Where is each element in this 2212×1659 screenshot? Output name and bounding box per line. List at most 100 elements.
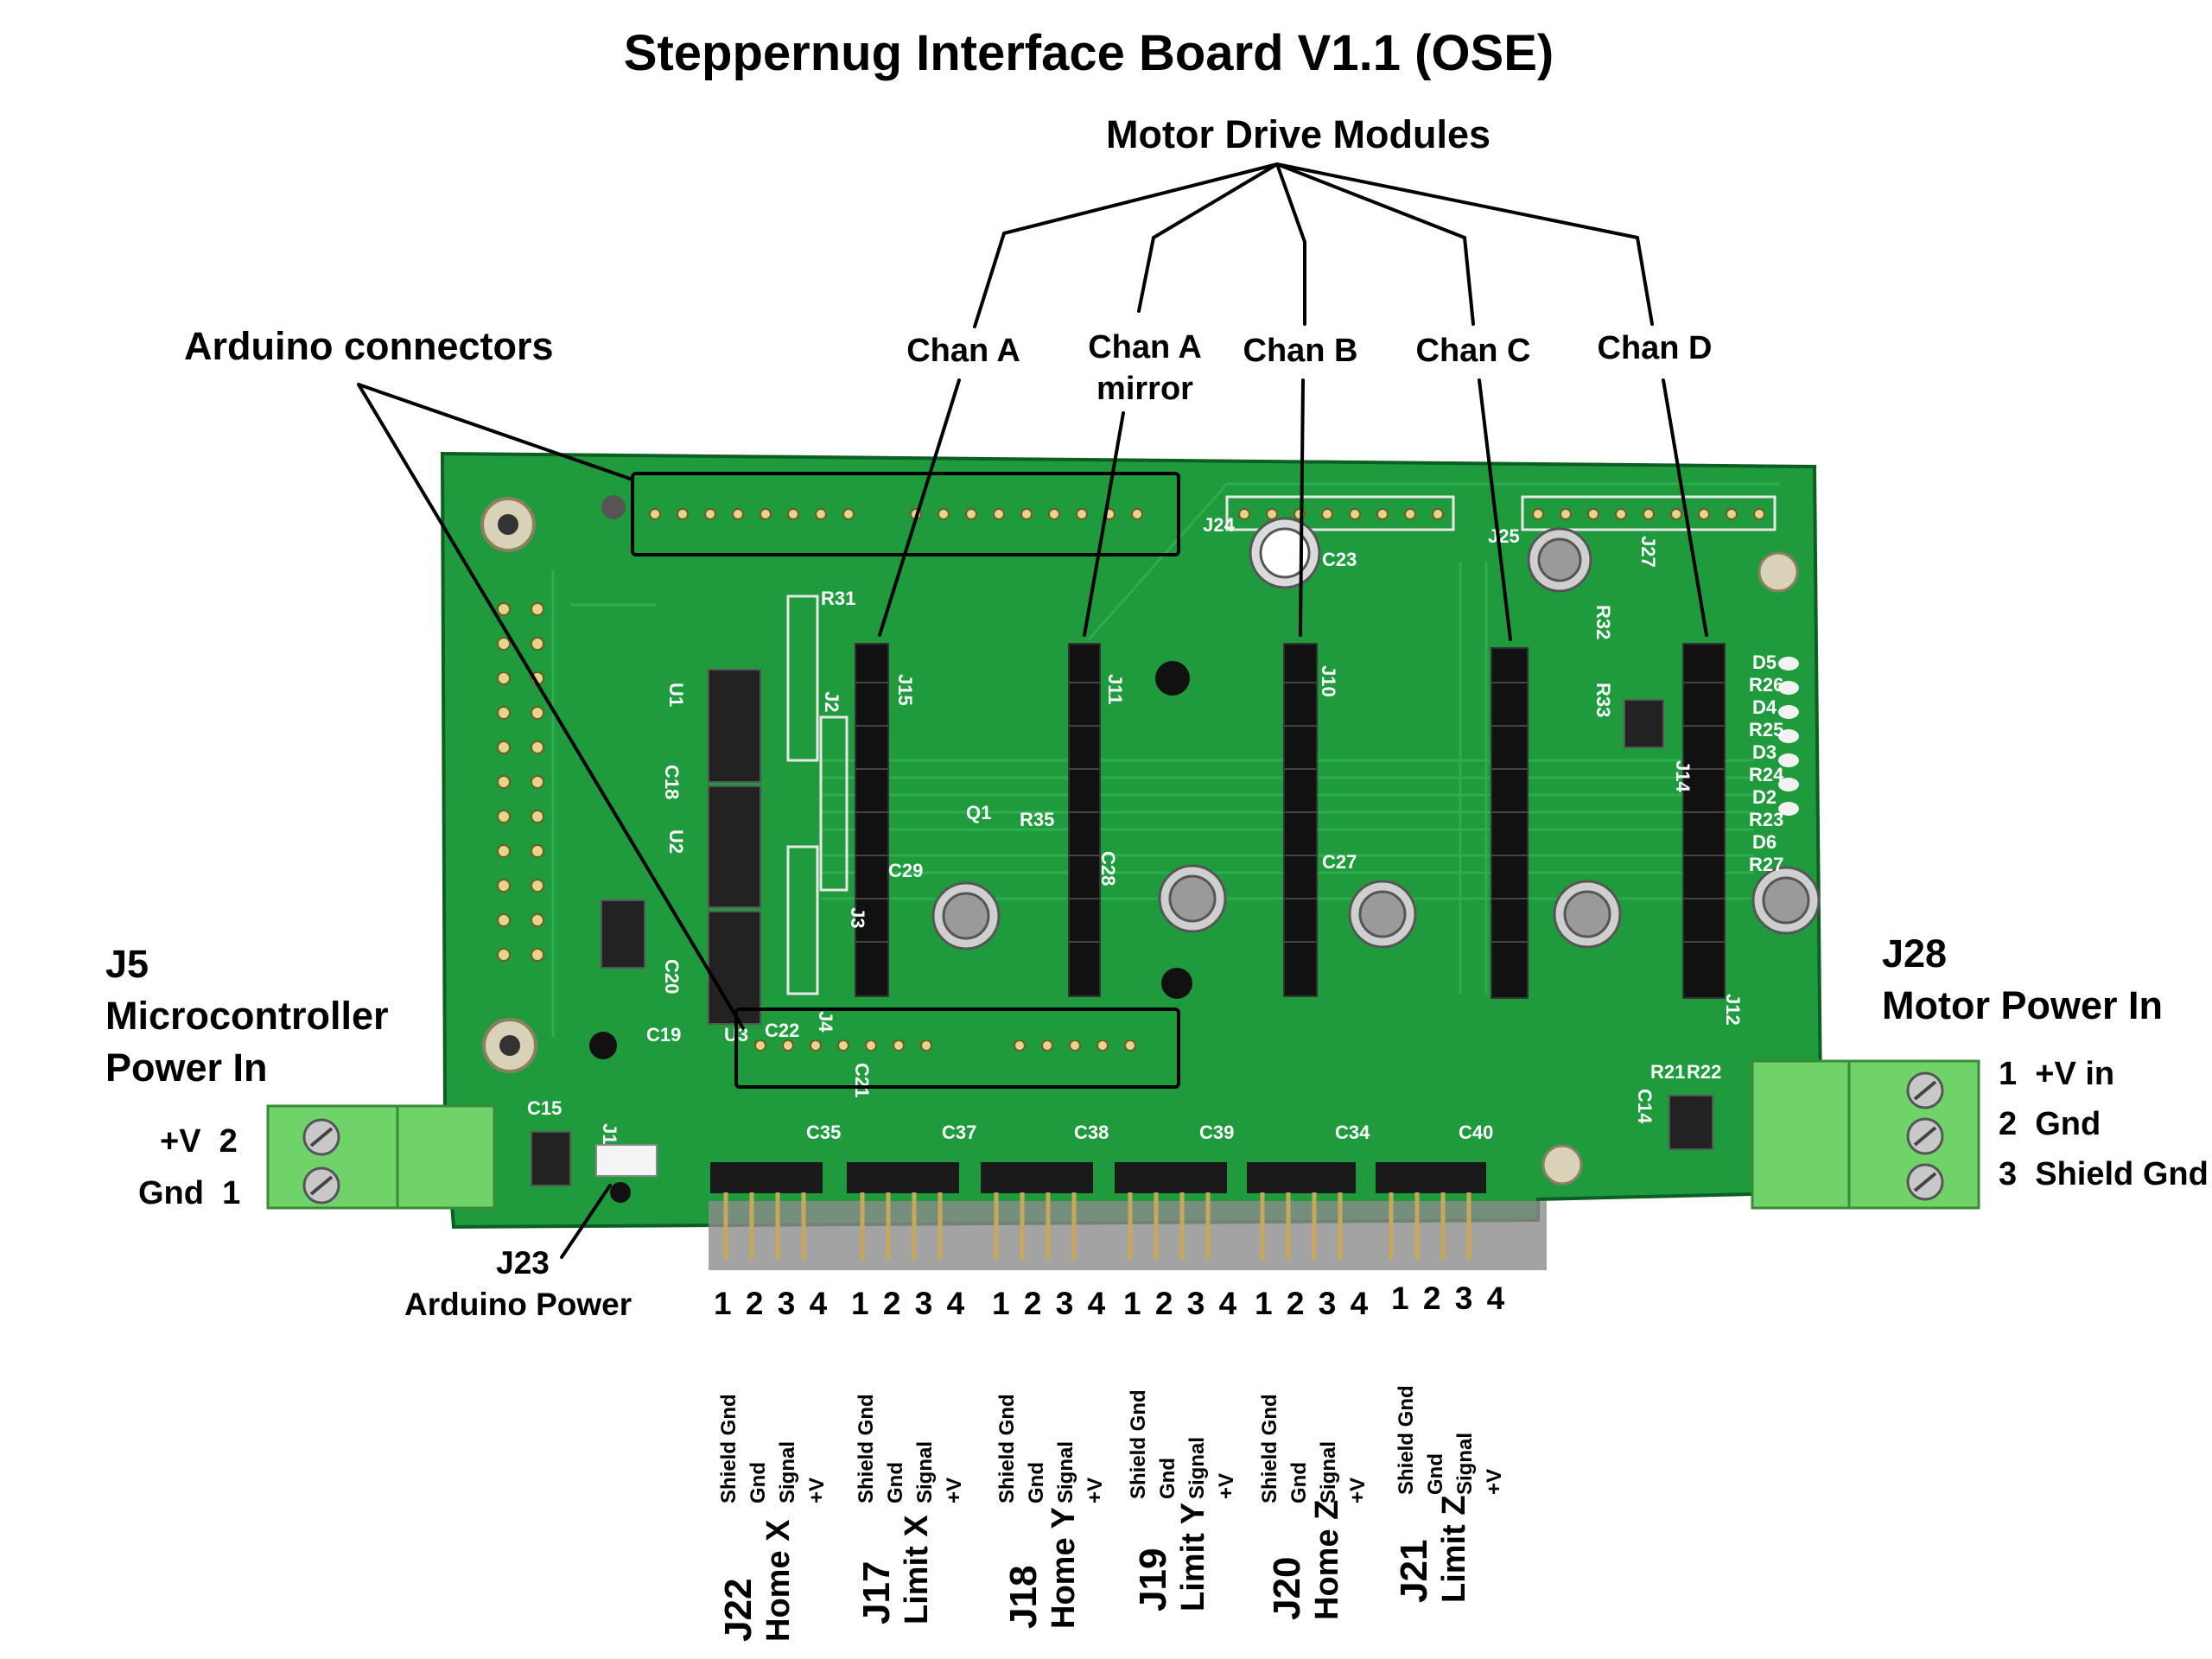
pin-functions-j20: Shield Gnd Gnd Signal +V	[1255, 1331, 1384, 1503]
silk-c15: C15	[527, 1097, 562, 1119]
silk-d6: D6	[1752, 831, 1777, 853]
pin-fn-v: +V	[1346, 1477, 1370, 1503]
silk-j25: J25	[1488, 525, 1520, 547]
silk-j4: J4	[815, 1011, 836, 1033]
io-pins	[709, 1162, 1547, 1270]
header-j12	[1682, 643, 1726, 999]
silk-r35: R35	[1020, 809, 1054, 830]
pin-fn-shield-gnd: Shield Gnd	[1258, 1394, 1281, 1503]
silk-j11: J11	[1104, 674, 1126, 705]
silk-c35: C35	[806, 1122, 841, 1143]
header-j15	[855, 643, 889, 997]
io-connector-j19: J19 Limit Y	[1132, 1503, 1212, 1611]
leader-lines	[357, 162, 1708, 1259]
silk-r24: R24	[1749, 764, 1784, 785]
chan-a-label: Chan A	[906, 333, 1020, 369]
header-j11	[1068, 643, 1101, 997]
io-connector-j18: J18 Home Y	[1002, 1507, 1083, 1629]
io-name: J18	[1002, 1565, 1045, 1629]
io-connector-j22: J22 Home X	[717, 1520, 798, 1642]
silk-c38: C38	[1074, 1122, 1109, 1143]
silk-d5: D5	[1752, 652, 1777, 673]
pin-numbers-j18: 1 2 3 4	[992, 1286, 1109, 1321]
pin-fn-signal: Signal	[1185, 1436, 1209, 1499]
ic-u3	[708, 911, 761, 1025]
pin-fn-signal: Signal	[1453, 1432, 1477, 1495]
pin-numbers-j19: 1 2 3 4	[1123, 1286, 1240, 1321]
j5-pin1: Gnd 1	[138, 1175, 241, 1211]
ic-led-driver	[1624, 699, 1664, 748]
io-function: Limit X	[899, 1515, 935, 1624]
ic-u1	[708, 669, 761, 783]
silk-j15: J15	[894, 674, 916, 706]
page-title: Steppernug Interface Board V1.1 (OSE)	[623, 25, 1554, 81]
silk-r21: R21	[1650, 1061, 1685, 1083]
pin-fn-gnd: Gnd	[1287, 1462, 1311, 1503]
io-function: Home Z	[1309, 1499, 1345, 1620]
pin-functions-j19: Shield Gnd Gnd Signal +V	[1123, 1326, 1253, 1499]
pin-functions-j22: Shield Gnd Gnd Signal +V	[714, 1331, 843, 1503]
silk-u2: U2	[665, 830, 687, 854]
j28-pin1: 1 +V in	[1999, 1056, 2115, 1092]
silk-c14: C14	[1634, 1089, 1656, 1124]
silk-r31: R31	[821, 588, 855, 609]
silk-c23: C23	[1322, 549, 1357, 570]
pin-fn-v: +V	[1483, 1468, 1506, 1495]
j5-name: J5	[105, 942, 149, 986]
silk-j12: J12	[1722, 994, 1744, 1026]
pin-fn-v: +V	[1215, 1472, 1238, 1499]
io-function: Limit Y	[1175, 1503, 1211, 1611]
header-j10	[1283, 643, 1318, 997]
ic-power	[531, 1131, 571, 1186]
silk-d3: D3	[1752, 741, 1777, 763]
j28-pin3: 3 Shield Gnd	[1999, 1156, 2209, 1192]
io-function: Limit Z	[1436, 1495, 1472, 1603]
terminal-j28	[1751, 1059, 1980, 1210]
io-name: J21	[1393, 1539, 1435, 1603]
chan-c-label: Chan C	[1415, 333, 1531, 369]
pcb-board: J15 J11 J10 J14 J12 J2 J3 J4 U1 U2 U3 Q1…	[440, 451, 1824, 1230]
j28-name: J28	[1882, 931, 1948, 976]
pin-fn-signal: Signal	[1317, 1440, 1340, 1503]
pin-functions-j21: Shield Gnd Gnd Signal +V	[1391, 1322, 1521, 1495]
j28-pin2: 2 Gnd	[1999, 1106, 2101, 1142]
io-function: Home X	[760, 1519, 797, 1642]
pin-numbers-j21: 1 2 3 4	[1391, 1281, 1508, 1316]
silk-c27: C27	[1322, 851, 1357, 873]
pin-fn-shield-gnd: Shield Gnd	[1127, 1389, 1150, 1499]
pin-fn-shield-gnd: Shield Gnd	[717, 1394, 741, 1503]
pin-fn-v: +V	[1084, 1477, 1107, 1503]
silk-u1: U1	[665, 683, 687, 707]
pin-numbers-j22: 1 2 3 4	[714, 1286, 830, 1321]
silk-j24: J24	[1203, 514, 1235, 536]
j5-line1: Microcontroller	[105, 994, 389, 1038]
pin-functions-j17: Shield Gnd Gnd Signal +V	[851, 1331, 981, 1503]
ic-u2	[708, 785, 761, 908]
io-connector-j21: J21 Limit Z	[1393, 1495, 1473, 1603]
silk-r22: R22	[1687, 1061, 1721, 1083]
silk-q1: Q1	[966, 802, 991, 823]
silk-d2: D2	[1752, 786, 1777, 808]
silk-c28: C28	[1097, 851, 1119, 886]
silk-c20: C20	[661, 959, 683, 994]
chan-a-mirror-label: Chan A mirror	[1088, 329, 1202, 407]
capacitor	[931, 517, 1821, 950]
io-function: Home Y	[1046, 1507, 1082, 1629]
pin-fn-signal: Signal	[913, 1440, 937, 1503]
pin-fn-shield-gnd: Shield Gnd	[995, 1394, 1019, 1503]
silk-r26: R26	[1749, 674, 1783, 696]
io-connector-j20: J20 Home Z	[1266, 1500, 1346, 1620]
pin-fn-shield-gnd: Shield Gnd	[855, 1394, 878, 1503]
silk-r32: R32	[1592, 605, 1614, 639]
pin-fn-gnd: Gnd	[1424, 1453, 1447, 1495]
pin-fn-gnd: Gnd	[884, 1462, 907, 1503]
silk-r23: R23	[1749, 809, 1783, 830]
silk-j14: J14	[1672, 760, 1694, 792]
j5-pin2: +V 2	[160, 1123, 238, 1160]
pin-fn-v: +V	[943, 1477, 966, 1503]
pin-fn-v: +V	[805, 1477, 829, 1503]
io-name: J17	[855, 1560, 898, 1624]
motor-modules-label: Motor Drive Modules	[1106, 112, 1491, 156]
